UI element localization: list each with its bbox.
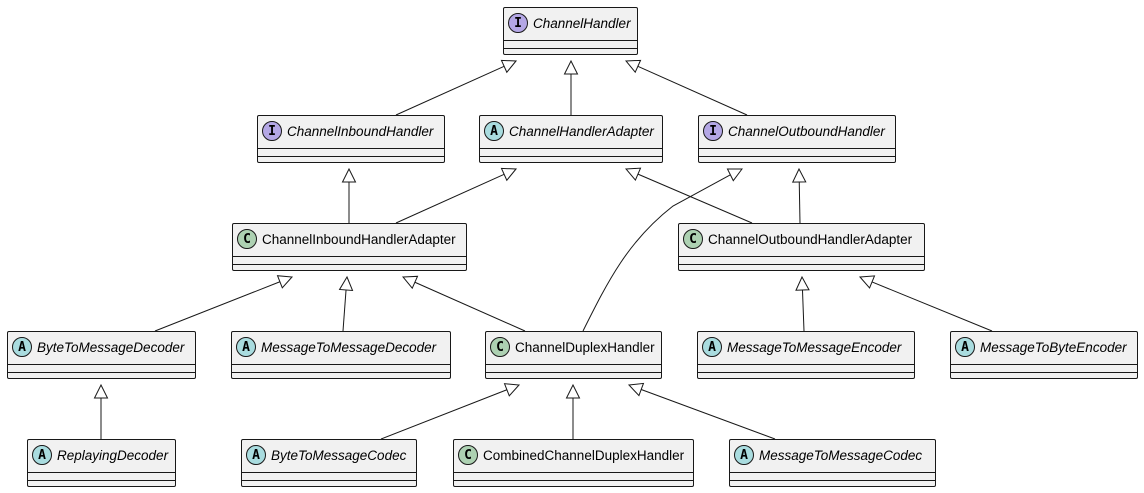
divider <box>504 40 637 41</box>
inheritance-arrowhead-icon <box>338 275 354 292</box>
class-name: MessageToMessageEncoder <box>727 339 902 355</box>
abstract-badge-icon: A <box>955 337 975 357</box>
class-badge-icon: C <box>237 229 257 249</box>
class-combined-channel-duplex-handler[interactable]: C CombinedChannelDuplexHandler <box>453 439 694 487</box>
interface-badge-icon: I <box>703 121 723 141</box>
divider <box>480 156 662 157</box>
abstract-badge-icon: A <box>32 445 52 465</box>
divider <box>8 372 195 373</box>
inheritance-arrowhead-icon <box>341 167 357 183</box>
class-channel-inbound-handler[interactable]: I ChannelInboundHandler <box>257 115 445 163</box>
class-channel-inbound-handler-adapter[interactable]: C ChannelInboundHandlerAdapter <box>232 223 467 271</box>
divider <box>504 48 637 49</box>
class-name: MessageToMessageDecoder <box>261 339 437 355</box>
divider <box>699 148 895 149</box>
abstract-badge-icon: A <box>236 337 256 357</box>
class-replaying-decoder[interactable]: A ReplayingDecoder <box>27 439 176 487</box>
inheritance-edge <box>380 389 508 440</box>
inheritance-arrowhead-icon <box>565 383 581 399</box>
class-channel-outbound-handler[interactable]: I ChannelOutboundHandler <box>698 115 896 163</box>
class-badge-icon: C <box>490 337 510 357</box>
divider <box>454 472 693 473</box>
inheritance-edge <box>395 173 505 224</box>
abstract-badge-icon: A <box>734 445 754 465</box>
divider <box>486 364 661 365</box>
divider <box>258 156 444 157</box>
inheritance-arrowhead-icon <box>791 167 807 183</box>
interface-badge-icon: I <box>508 13 528 33</box>
divider <box>28 480 175 481</box>
class-name: ByteToMessageCodec <box>271 447 407 463</box>
class-message-to-message-decoder[interactable]: A MessageToMessageDecoder <box>231 331 451 379</box>
class-name: ChannelOutboundHandlerAdapter <box>708 231 913 247</box>
divider <box>232 364 450 365</box>
inheritance-arrowhead-icon <box>93 383 109 399</box>
class-channel-handler[interactable]: I ChannelHandler <box>503 7 638 55</box>
inheritance-edge <box>342 289 347 332</box>
class-name: ChannelHandlerAdapter <box>509 123 654 139</box>
inheritance-arrowhead-icon <box>795 275 810 291</box>
class-name: ChannelOutboundHandler <box>728 123 885 139</box>
divider <box>698 364 914 365</box>
class-channel-handler-adapter[interactable]: A ChannelHandlerAdapter <box>479 115 663 163</box>
class-message-to-message-codec[interactable]: A MessageToMessageCodec <box>729 439 936 487</box>
class-name: ReplayingDecoder <box>57 447 169 463</box>
divider <box>486 372 661 373</box>
class-name: ChannelDuplexHandler <box>515 339 655 355</box>
divider <box>951 372 1137 373</box>
inheritance-edge <box>637 65 748 116</box>
divider <box>242 472 416 473</box>
class-name: ChannelHandler <box>533 15 631 31</box>
abstract-badge-icon: A <box>246 445 266 465</box>
divider <box>730 472 935 473</box>
divider <box>258 148 444 149</box>
class-channel-duplex-handler[interactable]: C ChannelDuplexHandler <box>485 331 662 379</box>
inheritance-edge <box>871 281 993 332</box>
class-byte-to-message-codec[interactable]: A ByteToMessageCodec <box>241 439 417 487</box>
inheritance-arrowhead-icon <box>624 167 642 182</box>
divider <box>951 364 1137 365</box>
inheritance-edge <box>637 173 753 224</box>
divider <box>699 156 895 157</box>
inheritance-edge <box>641 389 776 440</box>
divider <box>28 472 175 473</box>
divider <box>233 264 466 265</box>
inheritance-edge <box>414 281 526 332</box>
abstract-badge-icon: A <box>484 121 504 141</box>
abstract-badge-icon: A <box>12 337 32 357</box>
divider <box>8 364 195 365</box>
class-message-to-message-encoder[interactable]: A MessageToMessageEncoder <box>697 331 915 379</box>
divider <box>480 148 662 149</box>
class-name: MessageToMessageCodec <box>759 447 923 463</box>
inheritance-edge <box>395 65 505 116</box>
divider <box>679 264 924 265</box>
inheritance-edge <box>801 289 805 332</box>
class-message-to-byte-encoder[interactable]: A MessageToByteEncoder <box>950 331 1138 379</box>
inheritance-edge <box>154 281 281 332</box>
class-name: MessageToByteEncoder <box>980 339 1127 355</box>
class-channel-outbound-handler-adapter[interactable]: C ChannelOutboundHandlerAdapter <box>678 223 925 271</box>
class-name: ChannelInboundHandler <box>287 123 434 139</box>
inheritance-arrowhead-icon <box>563 59 579 75</box>
divider <box>730 480 935 481</box>
divider <box>698 372 914 373</box>
interface-badge-icon: I <box>262 121 282 141</box>
class-name: CombinedChannelDuplexHandler <box>483 447 685 463</box>
divider <box>679 256 924 257</box>
inheritance-arrowhead-icon <box>503 383 521 397</box>
class-byte-to-message-decoder[interactable]: A ByteToMessageDecoder <box>7 331 196 379</box>
divider <box>242 480 416 481</box>
inheritance-edge <box>798 181 801 224</box>
class-badge-icon: C <box>458 445 478 465</box>
inheritance-edge <box>582 174 731 332</box>
class-name: ChannelInboundHandlerAdapter <box>262 231 456 247</box>
abstract-badge-icon: A <box>702 337 722 357</box>
class-badge-icon: C <box>683 229 703 249</box>
divider <box>233 256 466 257</box>
divider <box>232 372 450 373</box>
class-name: ByteToMessageDecoder <box>37 339 185 355</box>
divider <box>454 480 693 481</box>
